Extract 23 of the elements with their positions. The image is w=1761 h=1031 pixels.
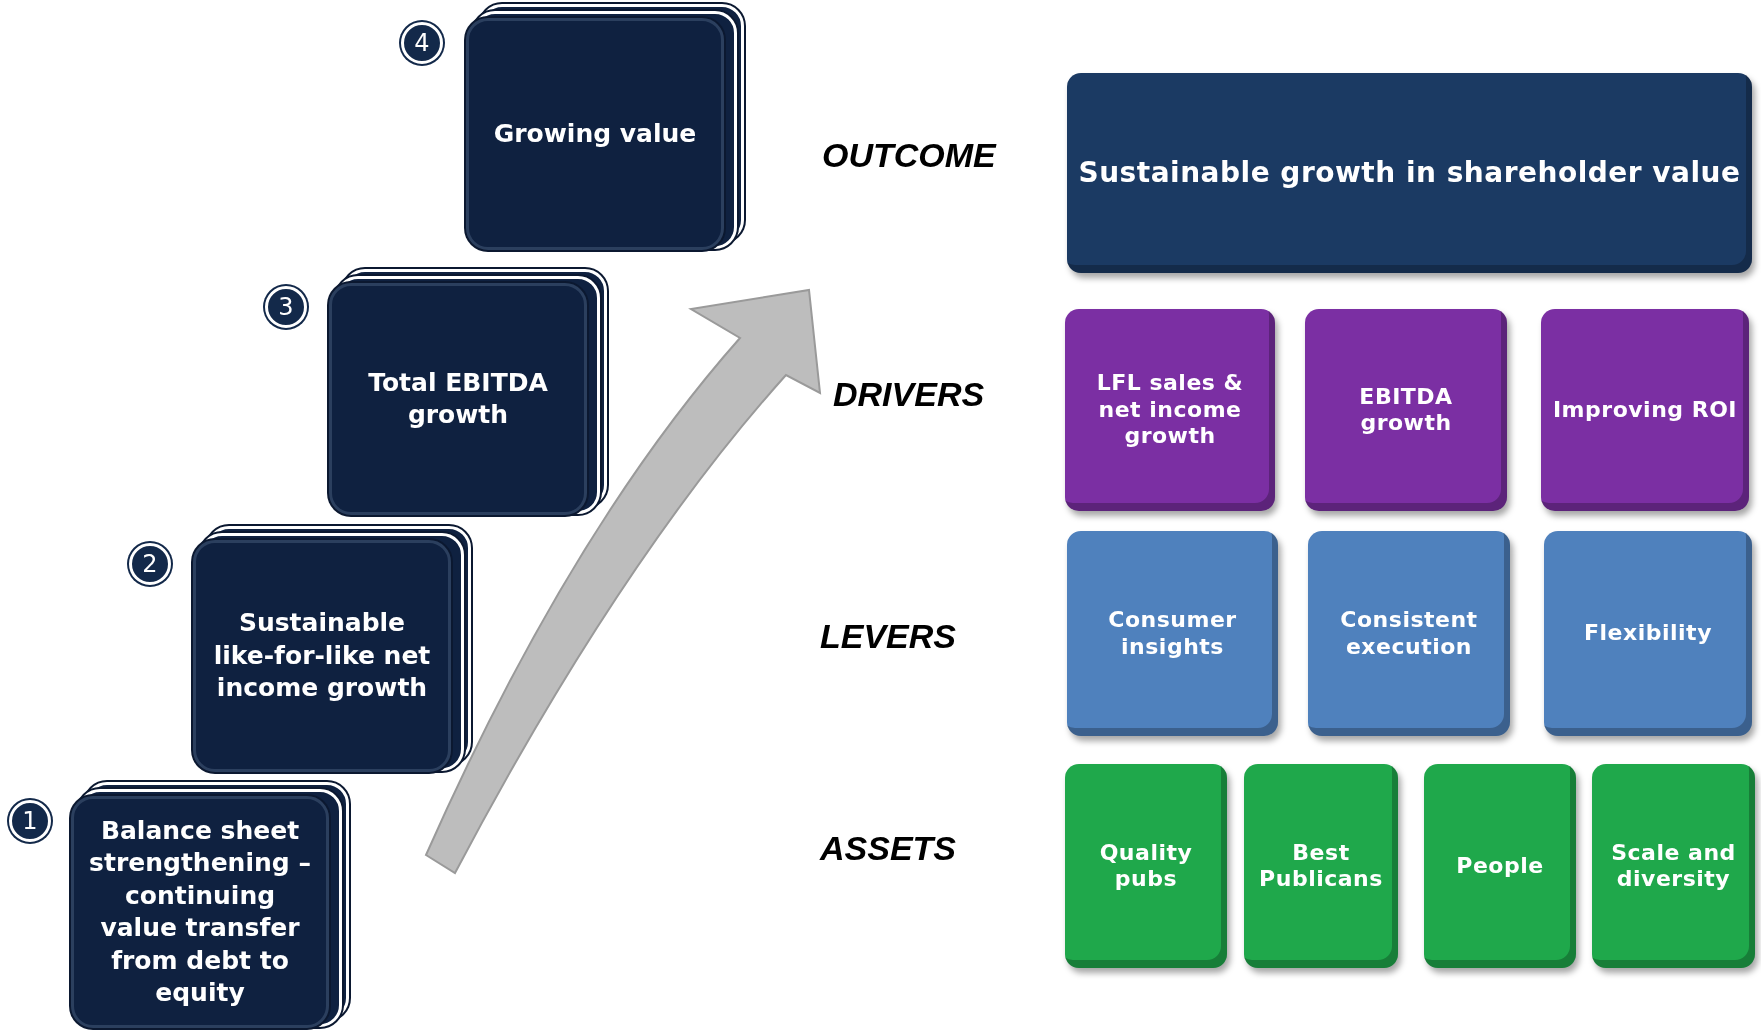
category-tile: Flexibility	[1544, 531, 1752, 736]
step-card: Balance sheet strengthening – continuing value transfer from debt to equity	[71, 796, 329, 1028]
step-card: Growing value	[466, 18, 724, 250]
step-card: Total EBITDA growth	[329, 283, 587, 515]
step-card: Sustainable like-for-like net income growth	[193, 540, 451, 772]
step-number: 1	[9, 800, 51, 842]
row-label: OUTCOME	[822, 136, 996, 175]
category-tile: Consistent execution	[1308, 531, 1510, 736]
row-label: ASSETS	[820, 829, 957, 868]
category-tile: Sustainable growth in shareholder value	[1067, 73, 1752, 273]
category-tile: Consumer insights	[1067, 531, 1278, 736]
row-label: DRIVERS	[833, 375, 985, 414]
step-number: 2	[129, 543, 171, 585]
step-number: 4	[401, 22, 443, 64]
category-tile: EBITDA growth	[1305, 309, 1507, 511]
row-label: LEVERS	[820, 617, 957, 656]
step-number: 3	[265, 286, 307, 328]
category-tile: Improving ROI	[1541, 309, 1749, 511]
category-tile: Scale and diversity	[1592, 764, 1755, 968]
category-tile: Best Publicans	[1244, 764, 1398, 968]
category-tile: Quality pubs	[1065, 764, 1227, 968]
category-tile: LFL sales & net income growth	[1065, 309, 1275, 511]
category-tile: People	[1424, 764, 1576, 968]
